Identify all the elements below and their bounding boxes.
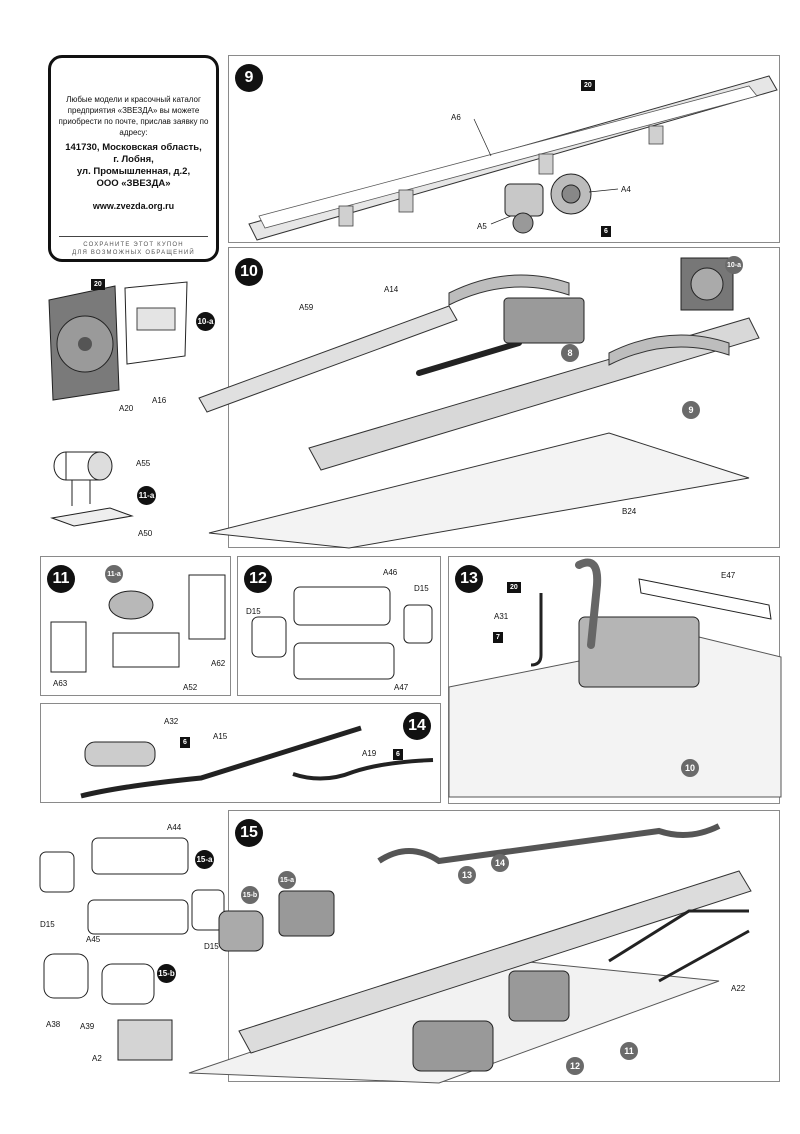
part-label-a4: A4 <box>621 185 631 194</box>
cylinder-subassembly-illustration <box>50 451 134 527</box>
step-ref-10a: 10-a <box>725 256 743 274</box>
paint-flag-6: 6 <box>393 749 403 760</box>
step-ref-13: 13 <box>458 866 476 884</box>
step-ref-10: 10 <box>681 759 699 777</box>
step-14-panel: 14 A32 A15 A19 6 6 <box>40 703 441 803</box>
step-10-panel: 10 A59 A14 B24 10-a 8 9 <box>198 247 780 549</box>
step-15-number: 15 <box>235 819 263 847</box>
final-chassis-illustration <box>188 823 752 1084</box>
part-label-a39: A39 <box>80 1022 95 1031</box>
part-label-a5: A5 <box>477 222 487 231</box>
step-13-number: 13 <box>455 565 483 593</box>
subassembly-badge-15a: 15-a <box>195 850 214 869</box>
step-11-number: 11 <box>47 565 75 593</box>
part-label-a6: A6 <box>451 113 461 122</box>
part-label-a50: A50 <box>138 529 153 538</box>
coupon-address: 141730, Московская область, г. Лобня, ул… <box>57 142 210 190</box>
step-9-number: 9 <box>235 64 263 92</box>
step-ref-15b: 15-b <box>241 886 259 904</box>
part-label-a62: A62 <box>211 659 226 668</box>
mail-order-coupon: Любые модели и красочный каталог предпри… <box>48 55 219 262</box>
part-label-e47: E47 <box>721 571 736 580</box>
exhaust-pipe-illustration <box>80 725 434 799</box>
fuel-tank-illustration <box>251 586 433 680</box>
coupon-address-line: ул. Промышленная, д.2, <box>76 166 191 177</box>
coupon-footer-line: СОХРАНИТЕ ЭТОТ КУПОН <box>83 242 184 248</box>
gear-part-a5 <box>504 183 544 234</box>
step-ref-8: 8 <box>561 344 579 362</box>
chassis-rail-illustration <box>248 75 778 241</box>
coupon-address-line: 141730, Московская область, <box>65 142 202 153</box>
step-13-panel: 13 E47 A31 20 7 10 <box>448 556 782 804</box>
drive-shaft <box>416 340 522 376</box>
coupon-website: www.zvezda.org.ru <box>92 201 175 211</box>
engine-mount-illustration <box>50 574 226 673</box>
part-label-a45: A45 <box>86 935 101 944</box>
coupon-divider <box>59 236 208 237</box>
step-ref-11: 11 <box>620 1042 638 1060</box>
paint-flag-7: 7 <box>493 632 503 643</box>
engine-block <box>503 297 585 344</box>
part-label-a19: A19 <box>362 749 377 758</box>
paint-flag-6: 6 <box>601 226 611 237</box>
step-ref-11a: 11-a <box>105 565 123 583</box>
part-label-a38: A38 <box>46 1020 61 1029</box>
gearbox-part-a4 <box>550 173 592 215</box>
part-label-a46: A46 <box>383 568 398 577</box>
battery-box-illustration <box>43 953 173 1061</box>
subassembly-badge-10a: 10-a <box>196 312 215 331</box>
coupon-intro-text: Любые модели и красочный каталог предпри… <box>58 95 209 137</box>
subassembly-badge-11a: 11-a <box>137 486 156 505</box>
part-label-a32: A32 <box>164 717 179 726</box>
part-label-d15: D15 <box>246 607 261 616</box>
coupon-address-line: г. Лобня, <box>113 154 154 165</box>
coupon-footer: СОХРАНИТЕ ЭТОТ КУПОН ДЛЯ ВОЗМОЖНЫХ ОБРАЩ… <box>57 241 210 257</box>
part-label-a2: A2 <box>92 1054 102 1063</box>
fuel-tank-15a-illustration <box>39 837 225 935</box>
leaf-spring <box>448 274 730 366</box>
part-label-a52: A52 <box>183 683 198 692</box>
step-12-panel: 12 A46 D15 D15 A47 <box>237 556 441 696</box>
part-label-a20: A20 <box>119 404 134 413</box>
radiator-assembly <box>680 257 734 311</box>
subassembly-badge-15b: 15-b <box>157 964 176 983</box>
paint-flag-20: 20 <box>507 582 521 593</box>
part-label-a14: A14 <box>384 285 399 294</box>
step-9-panel: 9 A6 A4 A5 20 6 <box>228 55 780 243</box>
step-12-number: 12 <box>244 565 272 593</box>
radiator-illustration <box>48 281 188 401</box>
step-11-panel: 11 11-a A62 A63 A52 <box>40 556 231 696</box>
part-label-a16: A16 <box>152 396 167 405</box>
paint-flag-20: 20 <box>91 279 105 290</box>
coupon-footer-line: ДЛЯ ВОЗМОЖНЫХ ОБРАЩЕНИЙ <box>72 250 195 256</box>
step-14-number: 14 <box>403 712 431 740</box>
paint-flag-20: 20 <box>581 80 595 91</box>
step-ref-12: 12 <box>566 1057 584 1075</box>
paint-flag-6: 6 <box>180 737 190 748</box>
part-label-a55: A55 <box>136 459 151 468</box>
part-label-a44: A44 <box>167 823 182 832</box>
part-label-a22: A22 <box>731 984 746 993</box>
part-label-d15: D15 <box>204 942 219 951</box>
part-label-d15: D15 <box>40 920 55 929</box>
part-label-a15: A15 <box>213 732 228 741</box>
part-label-a59: A59 <box>299 303 314 312</box>
engine-exhaust-illustration <box>448 558 782 798</box>
part-label-d15: D15 <box>414 584 429 593</box>
step-ref-9: 9 <box>682 401 700 419</box>
step-15-panel: 15 14 13 15-a 15-b A22 11 12 <box>188 810 780 1084</box>
part-label-a31: A31 <box>494 612 509 621</box>
chassis-frame-illustration <box>198 257 760 549</box>
part-label-a63: A63 <box>53 679 68 688</box>
step-ref-14: 14 <box>491 854 509 872</box>
step-ref-15a: 15-a <box>278 871 296 889</box>
coupon-company: ООО «ЗВЕЗДА» <box>96 178 171 189</box>
step-10-number: 10 <box>235 258 263 286</box>
part-label-b24: B24 <box>622 507 637 516</box>
part-label-a47: A47 <box>394 683 409 692</box>
